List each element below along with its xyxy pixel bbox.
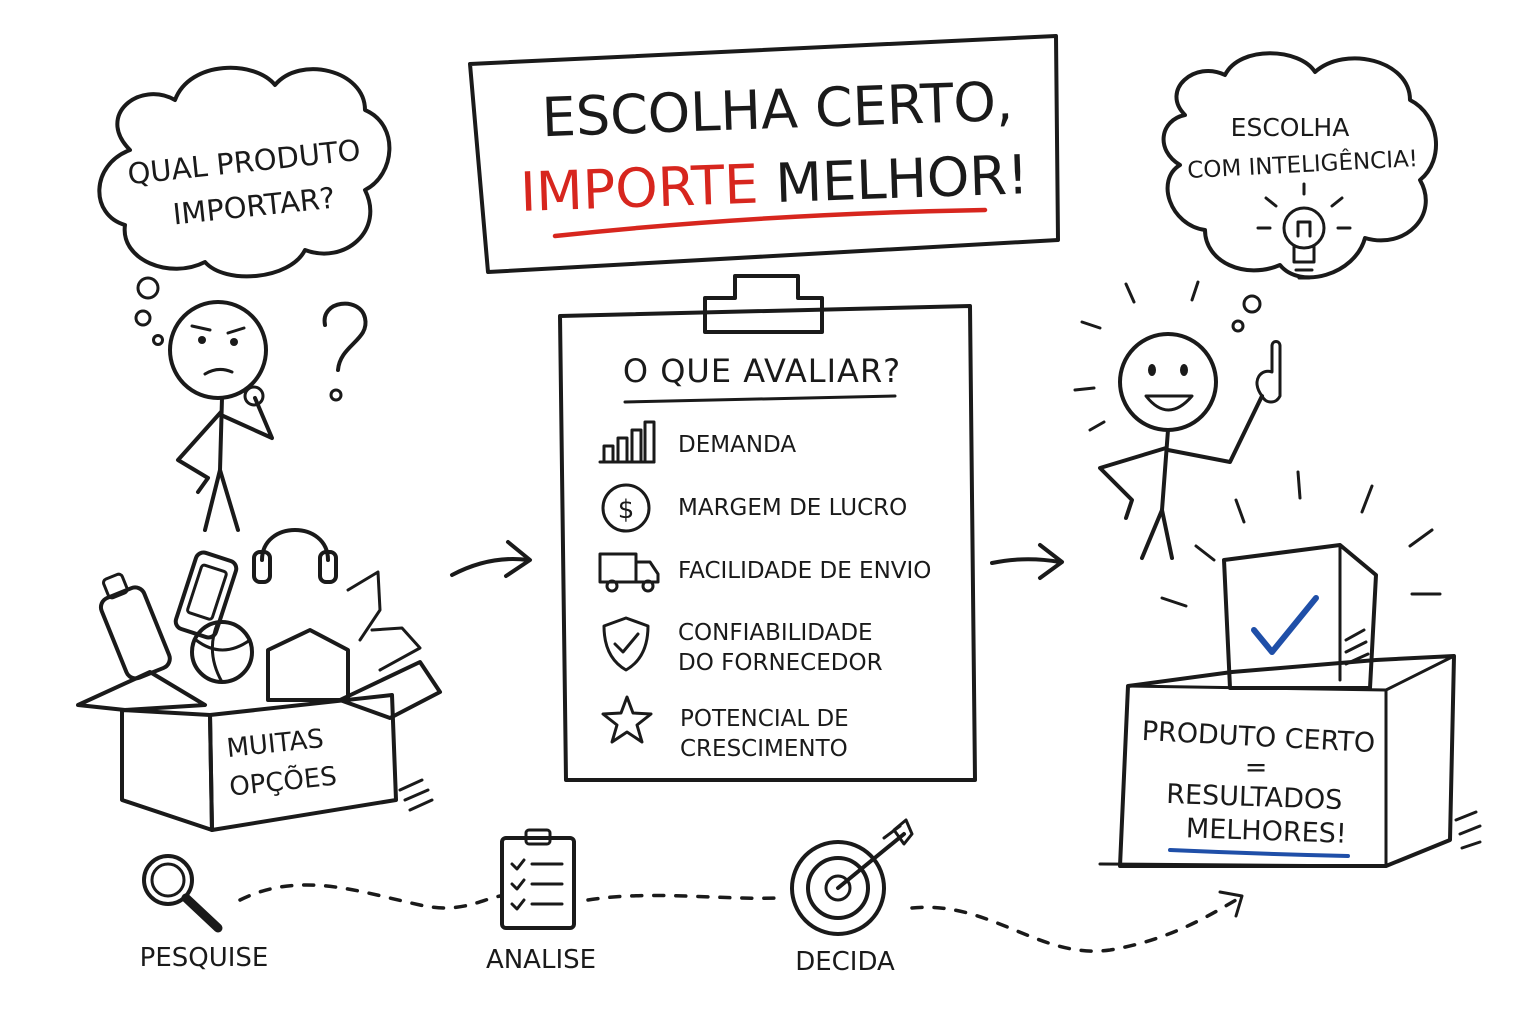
result-line-2: = bbox=[1245, 752, 1268, 783]
right-thought-line-1: ESCOLHA bbox=[1231, 113, 1350, 142]
result-line-3: RESULTADOS bbox=[1166, 779, 1343, 816]
magnifier-icon bbox=[142, 854, 223, 933]
result-underline bbox=[1168, 848, 1350, 858]
arrow-to-result bbox=[990, 543, 1064, 580]
criteria-envio: FACILIDADE DE ENVIO bbox=[598, 552, 931, 593]
result-boxes: PRODUTO CERTO = RESULTADOS MELHORES! bbox=[1098, 470, 1482, 868]
checkmark-icon bbox=[1251, 595, 1319, 655]
criteria-label: FACILIDADE DE ENVIO bbox=[678, 558, 931, 584]
title-line-2: IMPORTE MELHOR! bbox=[519, 143, 1029, 224]
step-label: ANALISE bbox=[486, 945, 596, 975]
step-label: PESQUISE bbox=[140, 943, 269, 973]
star-icon bbox=[601, 695, 653, 744]
bottle-icon bbox=[98, 585, 172, 681]
right-thought-line-2: COM INTELIGÊNCIA! bbox=[1187, 144, 1419, 184]
result-line-4: MELHORES! bbox=[1185, 813, 1347, 850]
target-icon bbox=[790, 818, 914, 936]
title-banner: ESCOLHA CERTO, IMPORTE MELHOR! bbox=[468, 34, 1060, 274]
truck-icon bbox=[598, 552, 660, 593]
question-mark-icon bbox=[322, 301, 368, 402]
headphones-icon bbox=[260, 528, 330, 562]
criteria-label: MARGEM DE LUCRO bbox=[678, 495, 907, 521]
criteria-crescimento: POTENCIAL DE CRESCIMENTO bbox=[601, 695, 849, 762]
title-line-1: ESCOLHA CERTO, bbox=[541, 70, 1014, 149]
checklist-icon bbox=[500, 828, 576, 930]
lightbulb-icon bbox=[1256, 182, 1352, 280]
products-pile bbox=[98, 528, 422, 702]
criteria-label-2: DO FORNECEDOR bbox=[678, 650, 883, 676]
criteria-label: POTENCIAL DE bbox=[680, 706, 849, 732]
criteria-fornecedor: CONFIABILIDADE DO FORNECEDOR bbox=[602, 616, 883, 676]
title-underline bbox=[552, 207, 988, 239]
confused-person bbox=[168, 300, 274, 532]
shield-check-icon bbox=[602, 616, 650, 672]
title-highlight: IMPORTE bbox=[519, 153, 759, 224]
criteria-label-2: CRESCIMENTO bbox=[680, 736, 848, 762]
products-box: MUITAS OPÇÕES bbox=[76, 528, 442, 832]
happy-person bbox=[1073, 280, 1282, 560]
criteria-margem: $ MARGEM DE LUCRO bbox=[601, 483, 907, 533]
arrow-to-clipboard bbox=[450, 540, 532, 578]
clipboard-heading: O QUE AVALIAR? bbox=[623, 352, 901, 390]
step-analise: ANALISE bbox=[486, 828, 596, 975]
right-thought-cloud: ESCOLHA COM INTELIGÊNCIA! bbox=[1161, 51, 1438, 333]
dollar-coin-icon: $ bbox=[601, 483, 651, 533]
step-label: DECIDA bbox=[795, 947, 895, 977]
title-rest: MELHOR! bbox=[774, 143, 1029, 215]
clipboard-clip bbox=[703, 274, 824, 334]
small-box-icon bbox=[266, 628, 350, 702]
box-label-line-1: MUITAS bbox=[225, 724, 325, 764]
step-pesquise: PESQUISE bbox=[140, 854, 269, 973]
criteria-label: CONFIABILIDADE bbox=[678, 620, 873, 646]
bar-chart-icon bbox=[598, 420, 656, 464]
phone-icon bbox=[173, 550, 239, 640]
steps-path bbox=[238, 883, 1244, 953]
pointing-hand-icon bbox=[1255, 340, 1282, 404]
svg-text:$: $ bbox=[618, 495, 635, 525]
step-decida: DECIDA bbox=[790, 818, 914, 977]
criteria-label: DEMANDA bbox=[678, 432, 796, 458]
ball-icon bbox=[190, 620, 254, 684]
criteria-demanda: DEMANDA bbox=[598, 420, 796, 464]
glass-bottle-icon bbox=[346, 570, 382, 642]
box-label-line-2: OPÇÕES bbox=[228, 760, 338, 803]
left-thought-line-2: IMPORTAR? bbox=[171, 181, 336, 232]
clipboard: O QUE AVALIAR? DEMANDA $ MARGEM DE LUCRO bbox=[558, 274, 977, 782]
